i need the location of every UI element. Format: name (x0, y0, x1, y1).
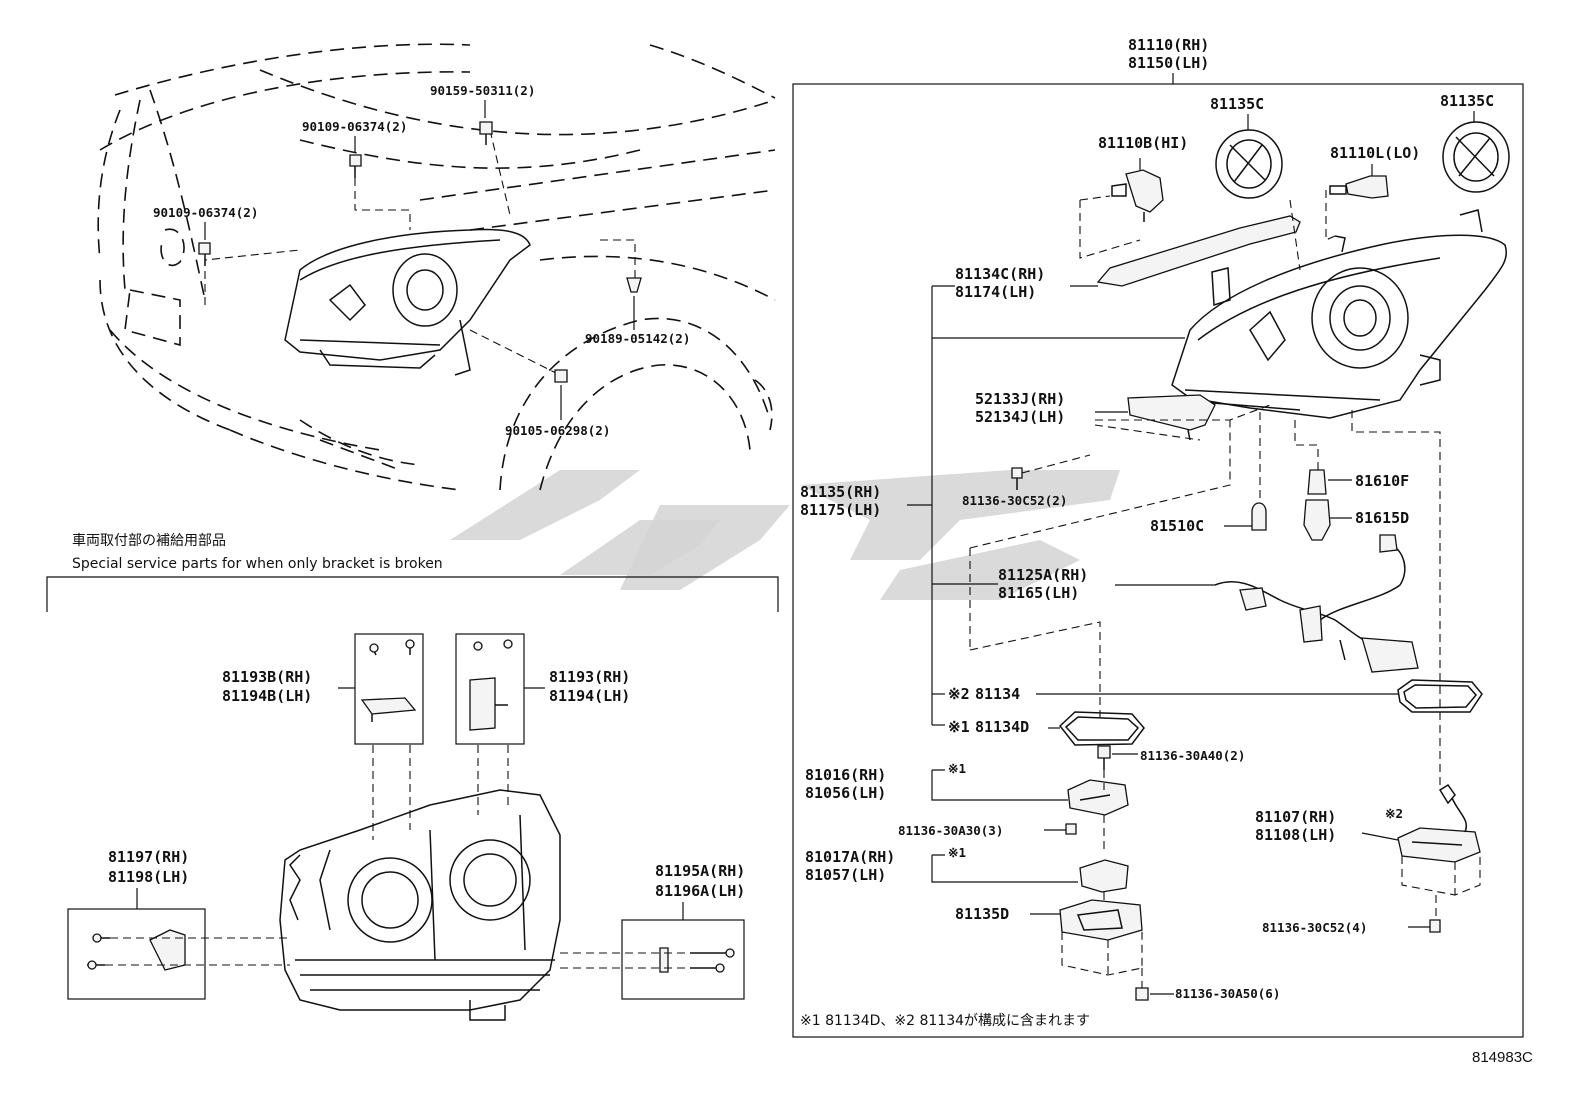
ecu-module (1079, 859, 1129, 893)
gasket-icon (1058, 711, 1145, 746)
part-label: 81135C (1210, 95, 1264, 113)
part-label: 81194B(LH) (222, 687, 312, 705)
bracket-part (1127, 394, 1216, 441)
ballast-mark: ※2 (1385, 806, 1403, 821)
ecu-2-mark: ※1 (948, 845, 966, 860)
bolt-icon (554, 369, 568, 383)
part-label: 81135(RH) (800, 483, 881, 501)
gasket-icon (1397, 679, 1483, 713)
car-fasteners (198, 121, 642, 383)
assy-label-lh: 81150(LH) (1128, 54, 1209, 72)
special-title-jp: 車両取付部の補給用部品 (72, 532, 226, 549)
part-label: 81193(RH) (549, 668, 630, 686)
bulb-hi-icon (1111, 169, 1164, 222)
part-label: 81135D (955, 905, 1009, 923)
bracket-box (621, 919, 745, 1000)
part-label: 81196A(LH) (655, 882, 745, 900)
part-label: 81057(LH) (805, 866, 886, 884)
part-label: 81136-30C52(2) (962, 493, 1067, 508)
part-label: 81193B(RH) (222, 668, 312, 686)
part-label: 81108(LH) (1255, 826, 1336, 844)
part-label: 90105-06298(2) (505, 423, 610, 438)
bolt-icon (198, 242, 211, 266)
screw-icon (1429, 919, 1441, 933)
part-label: 81615D (1355, 509, 1409, 527)
bolt-icon (349, 154, 362, 178)
part-label: 90109-06374(2) (302, 119, 407, 134)
part-label: 81136-30A50(6) (1175, 986, 1280, 1001)
watermark-logo (450, 470, 1120, 600)
clip-icon (626, 277, 642, 293)
part-label: 81110B(HI) (1098, 134, 1188, 152)
part-label: 81056(LH) (805, 784, 886, 802)
screw-icon (1097, 745, 1111, 770)
part-label: 81135C (1440, 92, 1494, 110)
bracket-b-part (360, 639, 417, 722)
assy-label-rh: 81110(RH) (1128, 36, 1209, 54)
part-label: 52134J(LH) (975, 408, 1065, 426)
socket-f-icon (1307, 469, 1327, 495)
part-label: 52133J(RH) (975, 390, 1065, 408)
part-label: 81134D (975, 718, 1029, 736)
part-label: 81174(LH) (955, 283, 1036, 301)
bulb-c-icon (1251, 502, 1267, 531)
dust-cap-icon (1442, 121, 1510, 193)
mount-bracket-left (87, 929, 186, 971)
part-label: 81175(LH) (800, 501, 881, 519)
car-front-drawing (97, 43, 776, 491)
assembly-frame (792, 83, 1524, 1038)
part-label: 81136-30C52(4) (1262, 920, 1367, 935)
part-label: 90189-05142(2) (585, 331, 690, 346)
part-label: 90109-06374(2) (153, 205, 258, 220)
part-label: 81110L(LO) (1330, 144, 1420, 162)
part-label: 90159-50311(2) (430, 83, 535, 98)
gasket-1-mark: ※1 (948, 718, 970, 736)
screw-icon (1065, 823, 1077, 835)
part-label: 81510C (1150, 517, 1204, 535)
part-label: 81107(RH) (1255, 808, 1336, 826)
part-label: 81610F (1355, 472, 1409, 490)
diagram-code: 814983C (1472, 1049, 1533, 1066)
part-label: 81195A(RH) (655, 862, 745, 880)
part-label: 81134C(RH) (955, 265, 1045, 283)
bracket-a-part (469, 639, 513, 731)
part-label: 81125A(RH) (998, 566, 1088, 584)
mount-bracket-right (659, 947, 735, 973)
part-label: 81197(RH) (108, 848, 189, 866)
part-label: 81194(LH) (549, 687, 630, 705)
part-label: 81134 (975, 685, 1020, 703)
main-headlamp-drawing (1171, 209, 1507, 419)
socket-d-icon (1303, 499, 1331, 541)
dust-cap-icon (1215, 129, 1283, 199)
bracket-box (455, 633, 525, 745)
ecu-1-mark: ※1 (948, 761, 966, 776)
screw-icon (1135, 987, 1149, 1001)
bulb-lo-icon (1329, 175, 1389, 199)
part-label: 81198(LH) (108, 868, 189, 886)
bracket-box (354, 633, 424, 745)
footnote: ※1 81134D、※2 81134が構成に含まれます (800, 1013, 1090, 1029)
cover-strip (1096, 215, 1301, 287)
gasket-2-mark: ※2 (948, 685, 970, 703)
ballast-unit (1397, 783, 1481, 896)
car-headlamp (284, 228, 531, 376)
part-label: 81016(RH) (805, 766, 886, 784)
wire-harness (1214, 534, 1419, 673)
screw-icon (1011, 467, 1023, 490)
special-title-en: Special service parts for when only brac… (72, 556, 443, 572)
bolt-icon (479, 121, 493, 145)
part-label: 81136-30A30(3) (898, 823, 1003, 838)
ballast-cover (1059, 899, 1143, 976)
part-label: 81017A(RH) (805, 848, 895, 866)
ecu-unit (1067, 779, 1129, 816)
part-label: 81165(LH) (998, 584, 1079, 602)
rear-housing-drawing (279, 789, 561, 1021)
part-label: 81136-30A40(2) (1140, 748, 1245, 763)
